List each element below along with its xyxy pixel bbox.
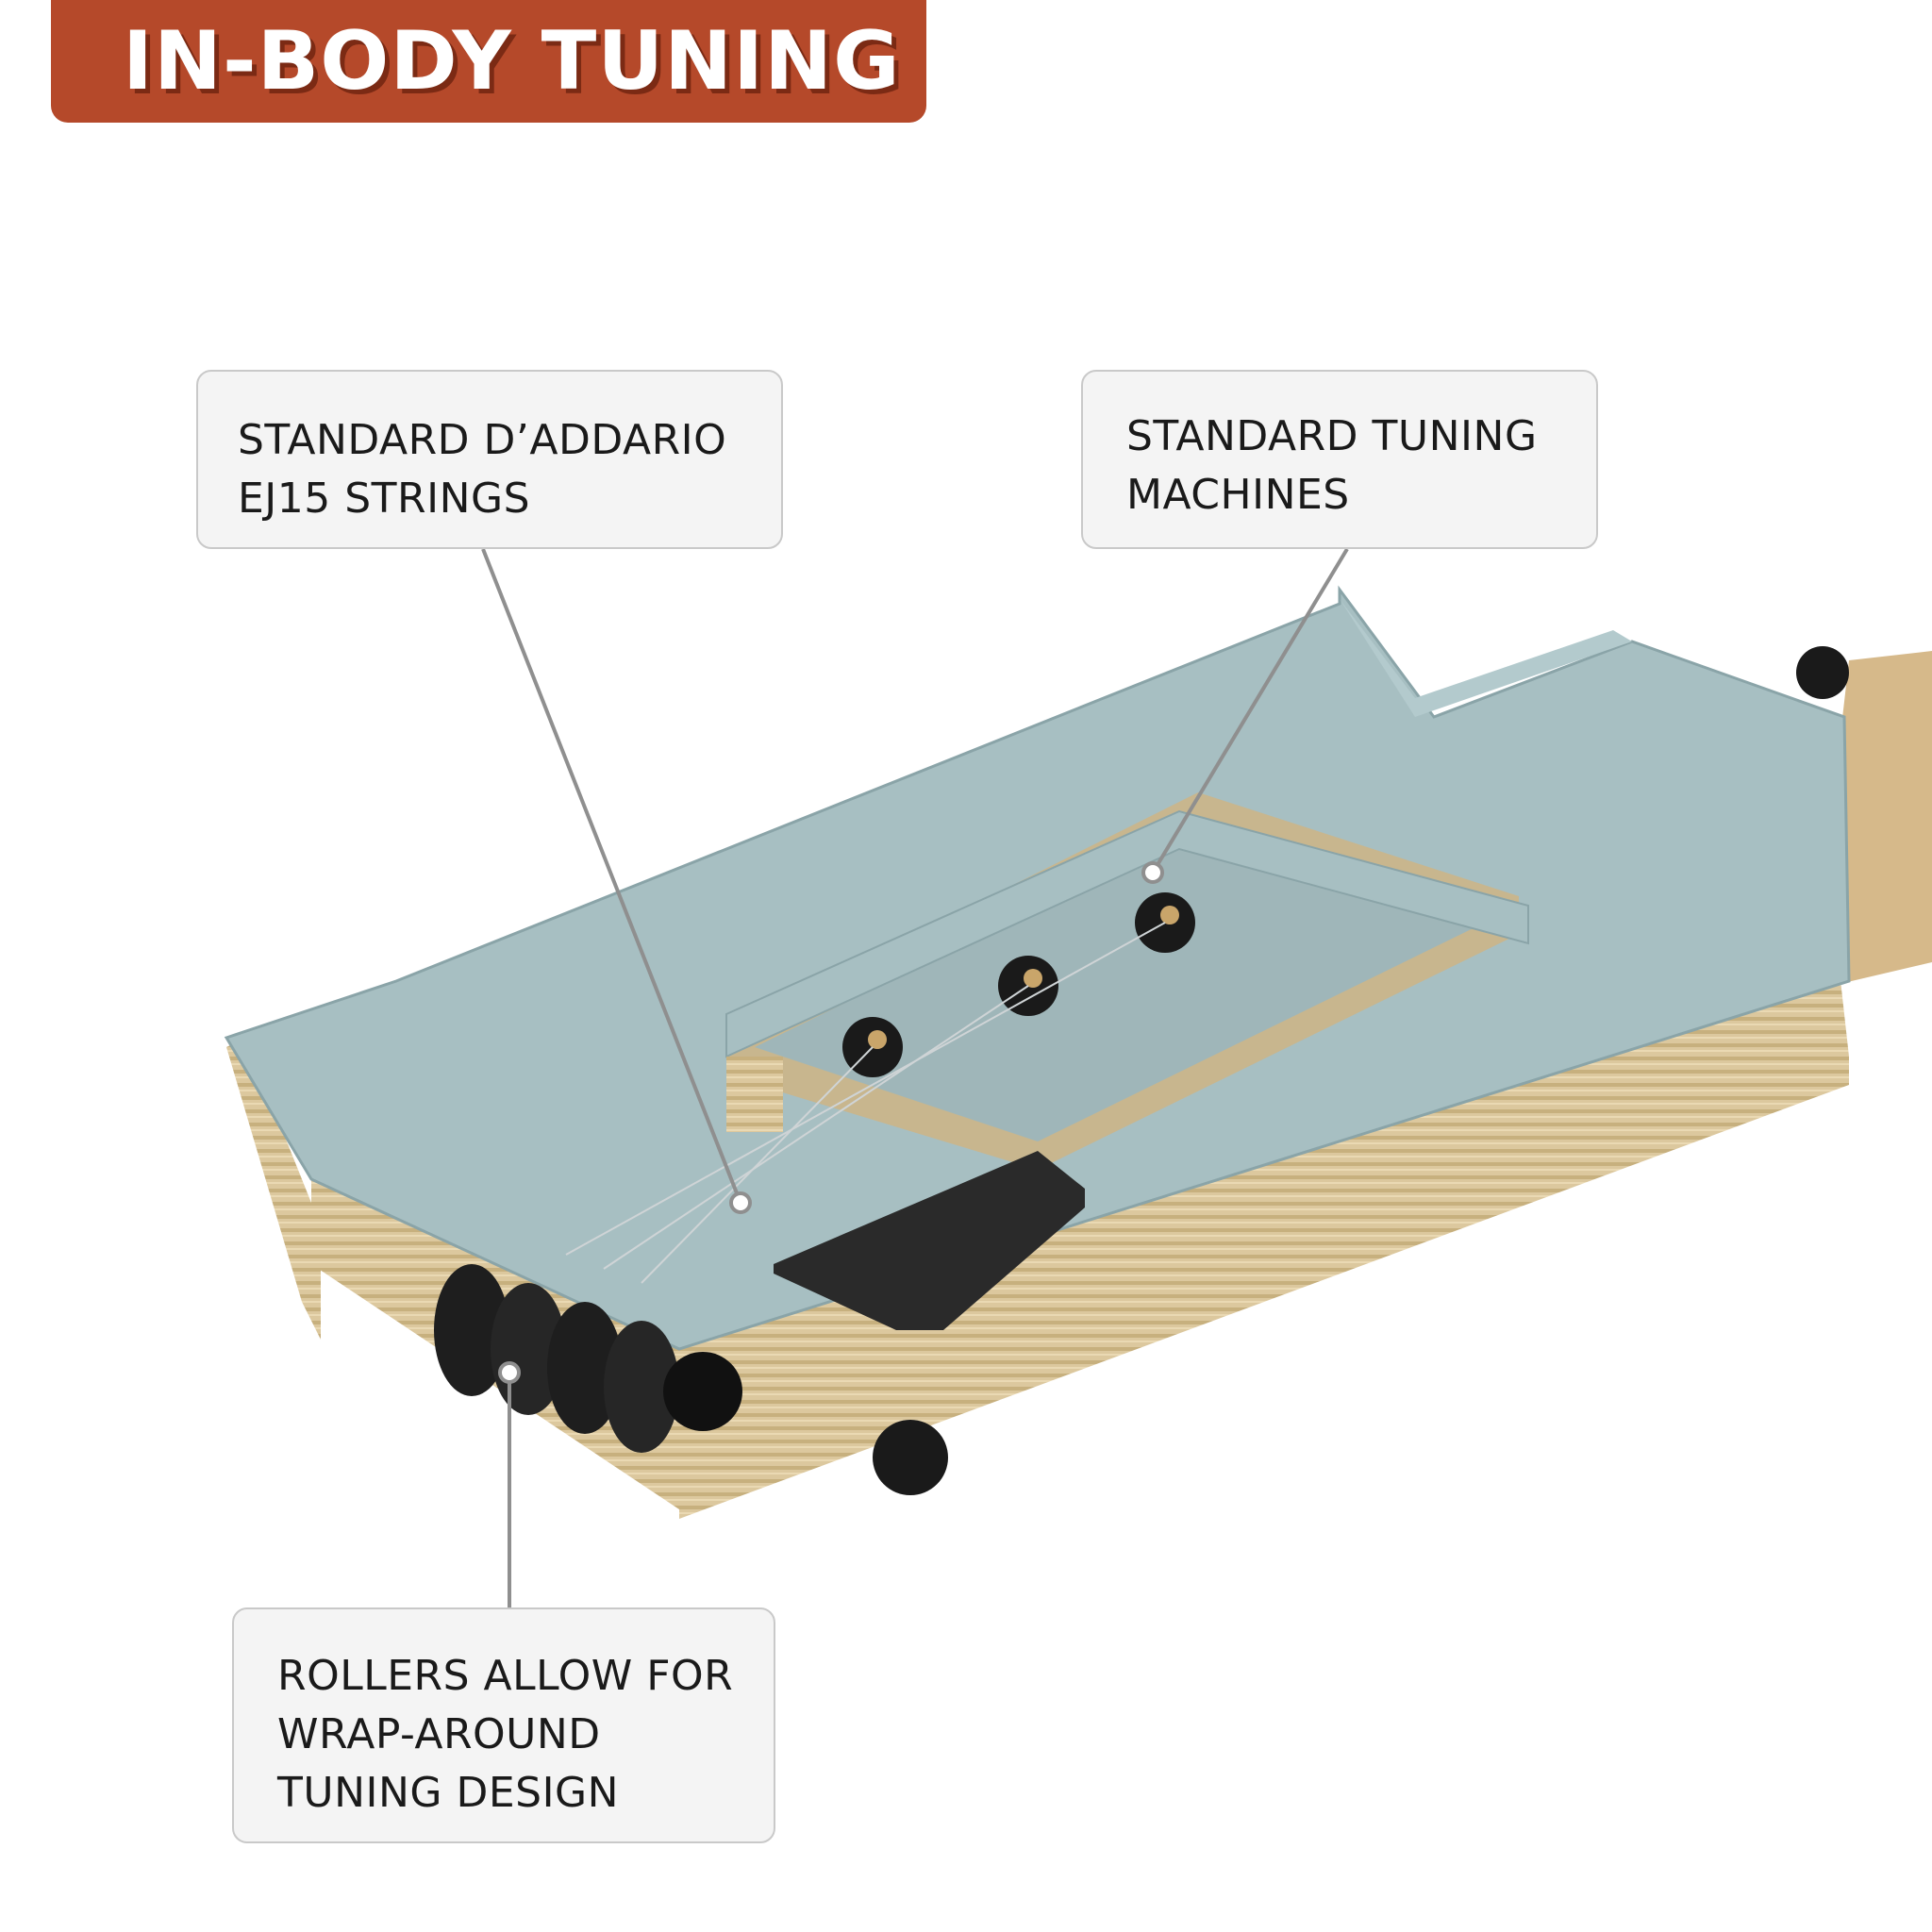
- title-banner: IN-BODY TUNING: [51, 0, 926, 123]
- leader-rollers-dot: [498, 1361, 521, 1384]
- callout-machines: STANDARD TUNING MACHINES: [1081, 370, 1598, 549]
- strap-button-front: [873, 1420, 948, 1495]
- rollers: [434, 1264, 679, 1453]
- callout-rollers: ROLLERS ALLOW FOR WRAP-AROUND TUNING DES…: [232, 1607, 775, 1843]
- leader-strings-dot: [729, 1191, 752, 1214]
- callout-strings-line2: EJ15 STRINGS: [238, 475, 531, 523]
- page-title: IN-BODY TUNING: [123, 14, 901, 108]
- leader-strings: [481, 548, 742, 1204]
- callout-rollers-line1: ROLLERS ALLOW FOR: [277, 1652, 734, 1700]
- cavity-floor: [755, 830, 1491, 1141]
- output-jack: [663, 1352, 742, 1431]
- callout-machines-line2: MACHINES: [1126, 471, 1350, 519]
- callout-strings-line1: STANDARD D’ADDARIO: [238, 416, 727, 464]
- callout-strings: STANDARD D’ADDARIO EJ15 STRINGS: [196, 370, 783, 549]
- callout-machines-line1: STANDARD TUNING: [1126, 412, 1538, 460]
- strap-button-top: [1796, 646, 1849, 699]
- body-side-right: [679, 972, 1849, 1519]
- strings: [565, 922, 1166, 1284]
- body-side-left: [226, 1038, 321, 1340]
- callout-rollers-line3: TUNING DESIGN: [277, 1769, 620, 1817]
- leader-machines: [1151, 547, 1349, 874]
- tuner-bar-side: [726, 1057, 783, 1132]
- callout-rollers-line2: WRAP-AROUND: [277, 1710, 601, 1758]
- leader-machines-dot: [1141, 861, 1164, 884]
- velcro-pad: [774, 1151, 1085, 1330]
- headstock-top: [1340, 599, 1632, 717]
